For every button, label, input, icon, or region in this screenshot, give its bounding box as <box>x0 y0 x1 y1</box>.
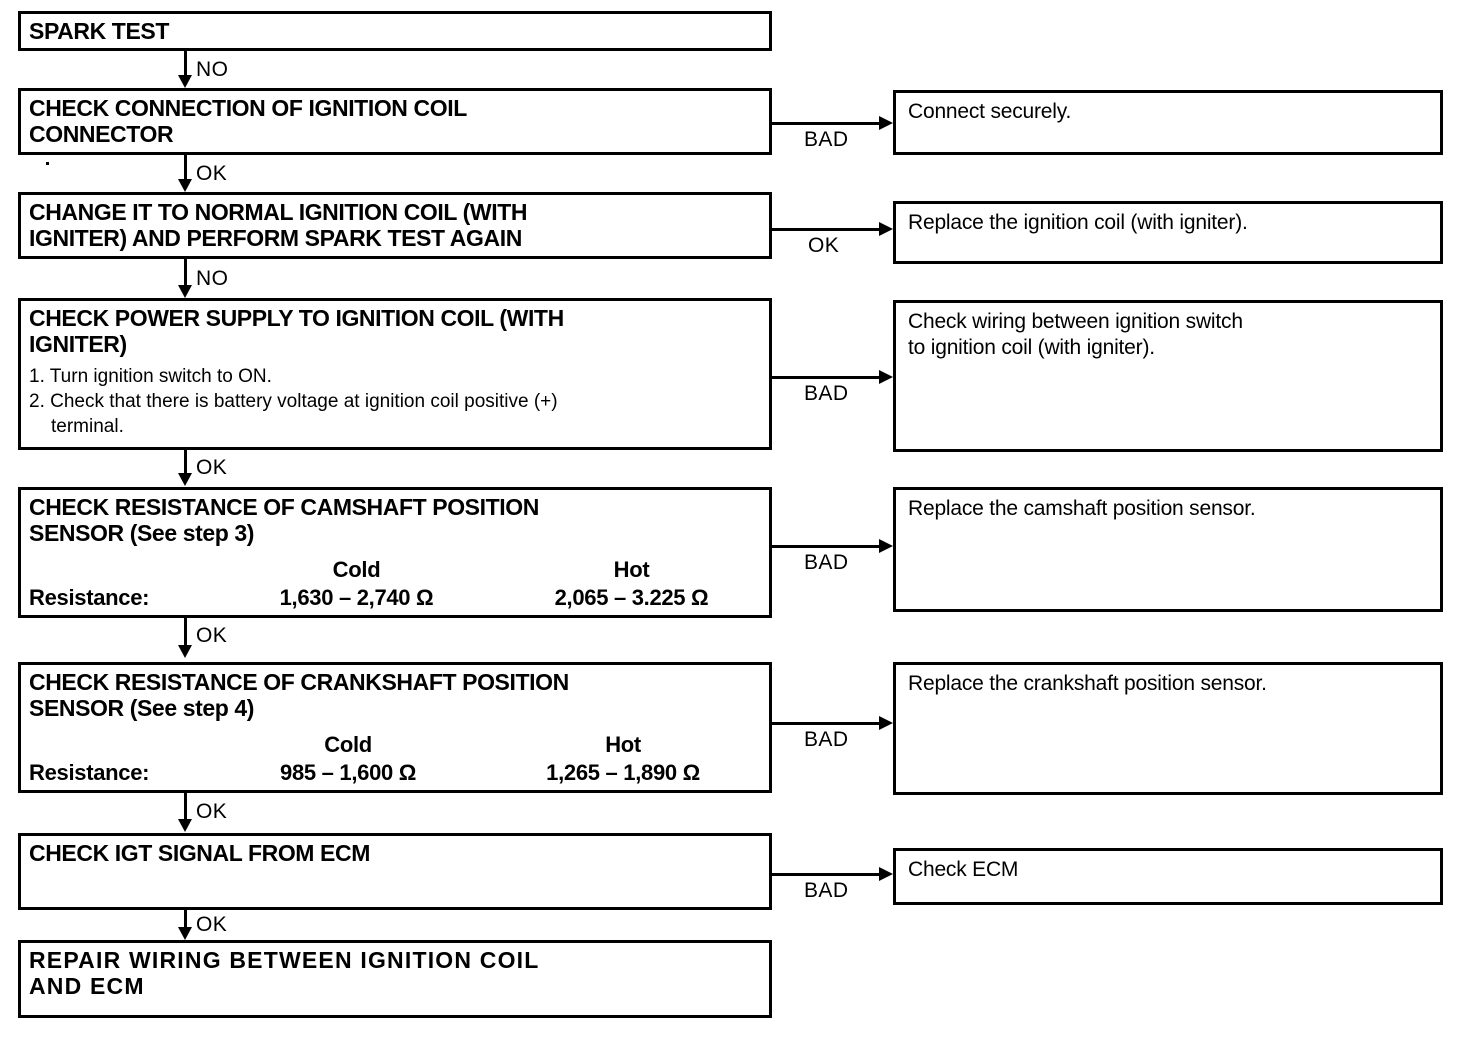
action-text-replace-crankshaft-sensor: Replace the crankshaft position sensor. <box>908 672 1267 695</box>
step-box-content: CHANGE IT TO NORMAL IGNITION COIL (WITH … <box>21 195 769 252</box>
step-title-check-camshaft-sensor: CHECK RESISTANCE OF CAMSHAFT POSITION SE… <box>29 494 539 546</box>
step-box-content: CHECK POWER SUPPLY TO IGNITION COIL (WIT… <box>21 301 769 439</box>
action-text-connect-securely: Connect securely. <box>908 100 1072 123</box>
step-box-content: REPAIR WIRING BETWEEN IGNITION COIL AND … <box>21 943 769 1000</box>
step-box-spark-test[interactable]: SPARK TEST <box>18 11 772 51</box>
table-header-hot: Hot <box>613 556 650 582</box>
resistance-table-camshaft: Cold Hot Resistance: 1,630 – 2,740 Ω 2,0… <box>29 557 769 611</box>
branch-label-bad-1: BAD <box>804 128 849 151</box>
connector-label-no-1: NO <box>196 58 229 81</box>
step-title-repair-wiring: REPAIR WIRING BETWEEN IGNITION COIL AND … <box>29 947 540 999</box>
branch-arrow-igt-bad <box>879 867 893 881</box>
step-box-check-power-supply[interactable]: CHECK POWER SUPPLY TO IGNITION COIL (WIT… <box>18 298 772 450</box>
table-header-blank <box>29 732 219 760</box>
branch-line-crankshaft-bad <box>772 722 882 725</box>
connector-label-ok-5: OK <box>196 913 228 936</box>
branch-label-bad-4: BAD <box>804 728 849 751</box>
connector-arrow-change-to-power <box>178 285 192 298</box>
connector-line-change-to-power <box>184 259 187 288</box>
action-text-check-ecm: Check ECM <box>908 858 1019 881</box>
step-title-check-crankshaft-sensor: CHECK RESISTANCE OF CRANKSHAFT POSITION … <box>29 669 569 721</box>
step-substeps-list: 1. Turn ignition switch to ON. 2. Check … <box>29 364 769 439</box>
step-title-check-power-supply: CHECK POWER SUPPLY TO IGNITION COIL (WIT… <box>29 305 564 357</box>
branch-label-bad-5: BAD <box>804 879 849 902</box>
branch-line-camshaft-bad <box>772 545 882 548</box>
table-row: Resistance: 1,630 – 2,740 Ω 2,065 – 3.22… <box>29 585 769 611</box>
action-box-check-wiring[interactable]: Check wiring between ignition switch to … <box>893 300 1443 452</box>
table-cell-hot-value: 2,065 – 3.225 Ω <box>554 584 709 610</box>
branch-arrow-power-bad <box>879 370 893 384</box>
branch-line-change-ok <box>772 228 882 231</box>
action-text-check-wiring: Check wiring between ignition switch to … <box>908 310 1243 359</box>
resistance-table-crankshaft: Cold Hot Resistance: 985 – 1,600 Ω 1,265… <box>29 732 769 786</box>
table-row-label: Resistance: <box>29 759 150 785</box>
table-header-cold: Cold <box>324 731 372 757</box>
table-header-row: Cold Hot <box>29 732 769 760</box>
branch-arrow-camshaft-bad <box>879 539 893 553</box>
step-title-check-igt-signal: CHECK IGT SIGNAL FROM ECM <box>29 840 370 866</box>
table-cell-cold-value: 1,630 – 2,740 Ω <box>279 584 434 610</box>
step-title-change-coil: CHANGE IT TO NORMAL IGNITION COIL (WITH … <box>29 199 528 251</box>
table-header-row: Cold Hot <box>29 557 769 585</box>
substep-item-2: 2. Check that there is battery voltage a… <box>29 390 558 412</box>
table-cell-hot-value: 1,265 – 1,890 Ω <box>546 759 700 785</box>
step-box-check-camshaft-sensor[interactable]: CHECK RESISTANCE OF CAMSHAFT POSITION SE… <box>18 487 772 618</box>
step-box-repair-wiring[interactable]: REPAIR WIRING BETWEEN IGNITION COIL AND … <box>18 940 772 1018</box>
branch-line-power-bad <box>772 376 882 379</box>
substep-item-1: 1. Turn ignition switch to ON. <box>29 365 272 387</box>
branch-label-ok-branch: OK <box>808 234 840 257</box>
connector-arrow-spark-to-connection <box>178 75 192 88</box>
connector-label-ok-1: OK <box>196 162 228 185</box>
connector-line-connection-to-change <box>184 155 187 182</box>
connector-label-ok-2: OK <box>196 456 228 479</box>
step-box-content: CHECK RESISTANCE OF CRANKSHAFT POSITION … <box>21 665 769 786</box>
connector-label-ok-3: OK <box>196 624 228 647</box>
table-header-cold: Cold <box>332 556 381 582</box>
step-box-check-connection[interactable]: CHECK CONNECTION OF IGNITION COIL CONNEC… <box>18 88 772 155</box>
table-row-label: Resistance: <box>29 584 150 610</box>
action-box-replace-camshaft-sensor[interactable]: Replace the camshaft position sensor. <box>893 487 1443 612</box>
action-box-replace-crankshaft-sensor[interactable]: Replace the crankshaft position sensor. <box>893 662 1443 795</box>
step-box-content: SPARK TEST <box>21 14 769 45</box>
step-title-check-connection: CHECK CONNECTION OF IGNITION COIL CONNEC… <box>29 95 467 147</box>
connector-arrow-camshaft-to-crankshaft <box>178 645 192 658</box>
branch-arrow-change-ok <box>879 222 893 236</box>
action-text-replace-ignition-coil: Replace the ignition coil (with igniter)… <box>908 211 1248 234</box>
branch-line-connection-bad <box>772 122 882 125</box>
step-box-content: CHECK IGT SIGNAL FROM ECM <box>21 836 769 867</box>
substep-item-2-continuation: terminal. <box>51 415 124 437</box>
branch-line-igt-bad <box>772 873 882 876</box>
scan-artifact-dot <box>46 162 49 165</box>
action-text-replace-camshaft-sensor: Replace the camshaft position sensor. <box>908 497 1256 520</box>
step-box-content: CHECK CONNECTION OF IGNITION COIL CONNEC… <box>21 91 769 148</box>
step-box-check-crankshaft-sensor[interactable]: CHECK RESISTANCE OF CRANKSHAFT POSITION … <box>18 662 772 793</box>
table-cell-cold-value: 985 – 1,600 Ω <box>280 759 417 785</box>
step-box-change-coil[interactable]: CHANGE IT TO NORMAL IGNITION COIL (WITH … <box>18 192 772 259</box>
connector-arrow-igt-to-repair <box>178 927 192 940</box>
branch-label-bad-3: BAD <box>804 551 849 574</box>
table-header-hot: Hot <box>605 731 641 757</box>
connector-line-crankshaft-to-igt <box>184 793 187 821</box>
connector-line-power-to-camshaft <box>184 450 187 476</box>
step-title-spark-test: SPARK TEST <box>29 18 169 44</box>
step-box-check-igt-signal[interactable]: CHECK IGT SIGNAL FROM ECM <box>18 833 772 910</box>
step-box-content: CHECK RESISTANCE OF CAMSHAFT POSITION SE… <box>21 490 769 611</box>
branch-label-bad-2: BAD <box>804 382 849 405</box>
connector-arrow-power-to-camshaft <box>178 473 192 486</box>
connector-line-spark-to-connection <box>184 51 187 78</box>
connector-arrow-crankshaft-to-igt <box>178 819 192 832</box>
branch-arrow-connection-bad <box>879 116 893 130</box>
connector-line-camshaft-to-crankshaft <box>184 618 187 648</box>
table-header-blank <box>29 557 219 585</box>
connector-arrow-connection-to-change <box>178 179 192 192</box>
branch-arrow-crankshaft-bad <box>879 716 893 730</box>
connector-line-igt-to-repair <box>184 910 187 936</box>
connector-label-ok-4: OK <box>196 800 228 823</box>
action-box-check-ecm[interactable]: Check ECM <box>893 848 1443 905</box>
connector-label-no-2: NO <box>196 267 229 290</box>
action-box-connect-securely[interactable]: Connect securely. <box>893 90 1443 155</box>
action-box-replace-ignition-coil[interactable]: Replace the ignition coil (with igniter)… <box>893 201 1443 264</box>
table-row: Resistance: 985 – 1,600 Ω 1,265 – 1,890 … <box>29 760 769 786</box>
